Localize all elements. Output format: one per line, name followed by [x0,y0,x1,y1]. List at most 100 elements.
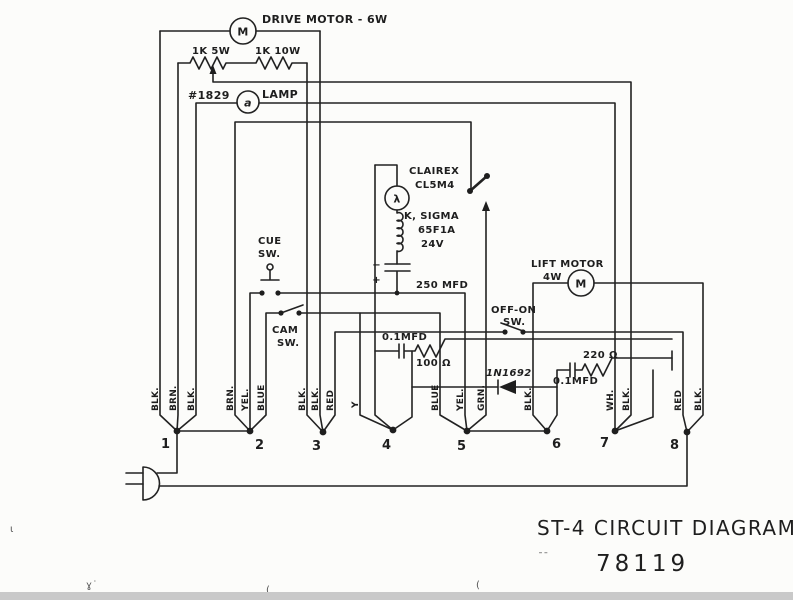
terminal-dot-4 [389,426,397,434]
terminal-dot-5 [463,427,471,435]
offon-blade [500,322,524,332]
scan-edge-strip [0,592,793,600]
wire-label: GRN. [477,385,487,411]
relay-label-3: 24V [421,239,444,250]
cue-switch-label-2: SW. [258,249,280,260]
wire-label: BLUE [257,384,267,411]
lift-motor-m: M [575,278,586,291]
cam-switch-label-2: SW. [277,338,299,349]
terminal-number-1: 1 [161,437,170,452]
wire-label: BRN. [169,385,179,411]
lamp-label: LAMP [262,88,298,101]
cue-switch-label-1: CUE [258,236,282,247]
wire-label: BLK. [151,387,161,411]
lift-motor-label-1: LIFT MOTOR [531,259,604,270]
stray-mark: ( [266,585,270,596]
terminal-dot-3 [319,428,327,436]
wire-blk-t3-res [306,62,324,433]
lamp-circle [236,90,260,114]
stray-mark: ( [476,580,480,591]
wiring [156,30,704,487]
wire-photocell-top [374,164,398,187]
wire-label: BLK. [311,387,321,411]
stray-mark: ˉˉ [538,552,549,563]
terminal-number-8: 8 [670,438,679,453]
wire-cue-row [249,292,468,432]
wire-label: BLK. [622,387,632,411]
cue-button-knob [266,263,274,271]
wire-t4-right [392,350,413,431]
wire-plug-hot [156,430,178,474]
wire-brn-t1 [176,62,179,432]
wire-color-labels: BLK. BRN. BLK. BRN. YEL. BLUE BLK. BLK. … [151,384,704,412]
wire-label: Y [351,401,361,409]
terminal-strip: 1 2 3 4 5 6 7 8 BLK. BRN. BLK. BRN. YEL.… [151,384,704,454]
terminal-dot-1 [173,427,181,435]
photocell-lambda: λ [393,193,400,206]
cap-250-minus: − [372,260,381,271]
drive-motor-circle [229,17,257,45]
tap-arrowhead [209,65,217,74]
symbols: M a λ M [125,17,595,501]
drive-motor-label: DRIVE MOTOR - 6W [262,13,388,26]
lamp-part-no: #1829 [188,89,230,102]
cap-250-plates [384,263,411,294]
cam-switch-label-1: CAM [272,325,298,336]
diagram-number: 78119 [596,551,689,577]
terminal-number-2: 2 [255,438,264,453]
terminal-number-4: 4 [382,438,391,453]
wire-blk-t3-motor [319,30,324,433]
photocell-brand: CLAIREX [409,166,459,177]
stray-marks: ι ɣ˙ ( ( ˉˉ [10,524,549,596]
wire-lift-motor [532,282,704,433]
wire-rc1-row [374,338,673,371]
wire-label: WH. [606,390,616,411]
wire-relay-row [234,121,472,432]
wire-rc2-row [546,357,673,432]
wire-cam-row [249,312,468,432]
wire-label: BLK. [694,387,704,411]
wire-label: BLK. [298,387,308,411]
wire-grn-t5 [466,209,487,432]
wire-blk-t1-left [159,30,178,432]
cap-250-plus: + [372,275,381,286]
power-plug-icon [125,466,161,501]
cap-250-label: 250 MFD [416,280,468,291]
terminal-number-6: 6 [552,437,561,452]
cue-button [260,269,280,281]
terminal-number-5: 5 [457,439,466,454]
lift-motor-circle [567,269,595,297]
resistor-220-label: 220 Ω [583,350,618,361]
resistor-1k10w-label: 1K 10W [255,46,301,57]
terminal-dot-7 [611,427,619,435]
off-on-label-1: OFF-ON [491,305,536,316]
terminal-dot-2 [246,427,254,435]
photocell-circle [384,185,410,211]
resistor-100-label: 100 Ω [416,358,451,369]
labels: DRIVE MOTOR - 6W 1K 5W 1K 10W #1829 LAMP… [188,13,618,387]
lift-motor-label-2: 4W [543,272,562,283]
wire-label: YEL. [241,388,251,412]
wire-label: RED [326,390,336,411]
wire-label: RED [674,390,684,411]
wire-offon-row [322,331,688,433]
lamp-glyph: a [244,97,252,110]
resistor-1k5w-label: 1K 5W [192,46,230,57]
relay-blade [468,174,489,193]
cam-blade [280,304,304,314]
wire-label: BLUE [431,384,441,411]
terminal-number-7: 7 [600,436,609,451]
cap-01a-label: 0.1MFD [382,332,427,343]
wire-photocell-left-bus [374,164,394,431]
relay-label-1: K, SIGMA [404,211,459,222]
drive-motor-m: M [237,26,248,39]
off-on-label-2: SW. [503,317,525,328]
wire-resistor-row [177,56,308,70]
relay-label-2: 65F1A [418,225,455,236]
cap-01b-label: 0.1MFD [553,376,598,387]
relay-coil [396,209,404,265]
photocell-model: CL5M4 [415,180,455,191]
wire-label: BRN. [226,385,236,411]
